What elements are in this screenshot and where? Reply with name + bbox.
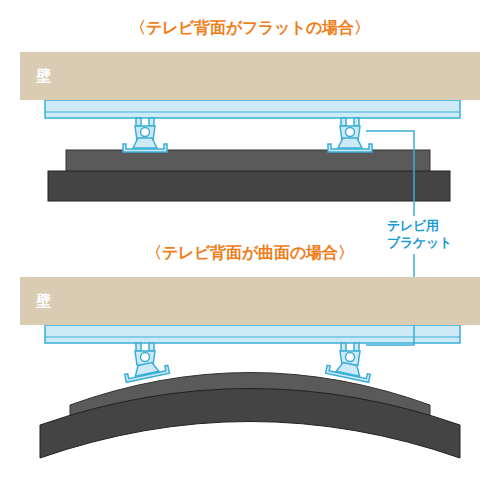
section-heading: 〈テレビ背面がフラットの場合〉 — [130, 18, 370, 39]
wall-label: 壁 — [36, 292, 51, 311]
tv-body-curved — [40, 389, 460, 459]
wall-band: 壁 — [20, 52, 480, 100]
wall-label: 壁 — [36, 67, 51, 86]
drawing-part — [135, 343, 155, 365]
section-heading: 〈テレビ背面が曲面の場合〉 — [146, 243, 354, 264]
drawing-part — [340, 118, 360, 140]
drawing-part — [123, 138, 167, 152]
tv-back-flat — [66, 150, 430, 172]
drawing-part — [328, 138, 372, 152]
drawing-part — [340, 343, 360, 365]
mounting-rail — [45, 100, 460, 118]
mounting-rail — [45, 325, 460, 343]
drawing-part — [123, 359, 169, 382]
tv-body-flat — [48, 171, 450, 201]
drawing-part — [135, 118, 155, 140]
rail-edge — [45, 337, 460, 338]
drawing-part — [326, 359, 372, 382]
rail-edge — [45, 112, 460, 113]
wall-band: 壁 — [20, 277, 480, 325]
callout-label: テレビ用 ブラケット — [384, 216, 455, 254]
